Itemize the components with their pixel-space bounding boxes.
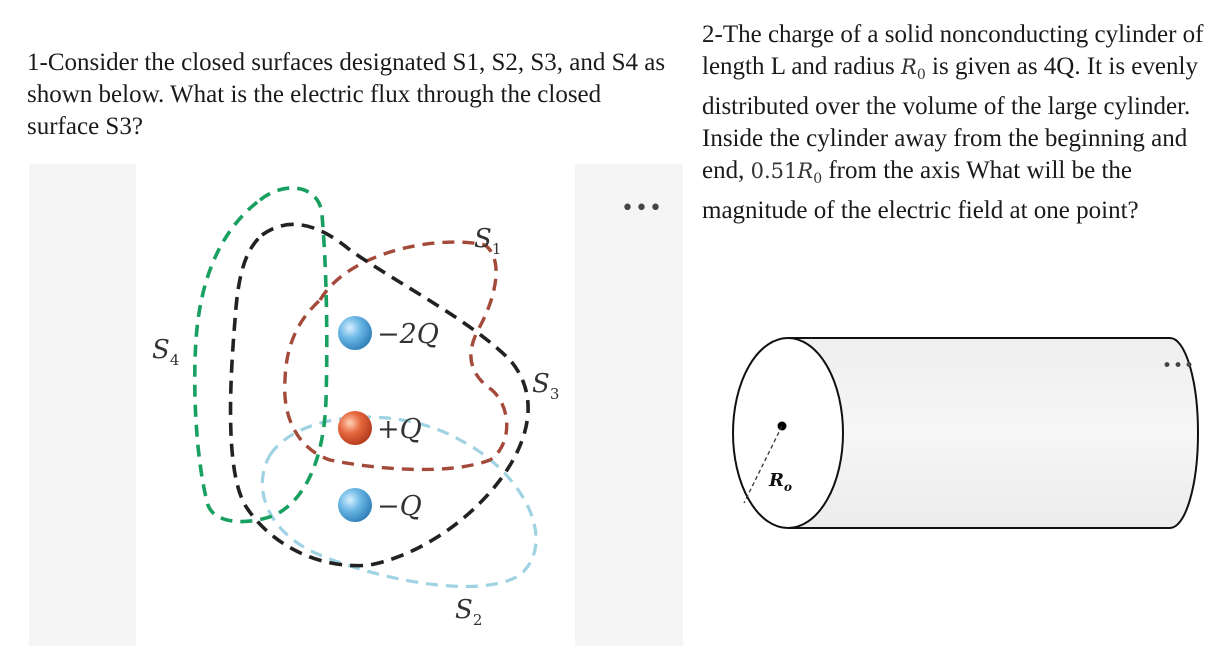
q2-part-b: is given as 4Q. It is evenly distributed… — [702, 53, 1198, 185]
figure-1-right-panel — [575, 164, 683, 646]
q2-part-a: 2-The charge of a solid nonconducting cy… — [702, 21, 1204, 80]
radius-label: Ro — [768, 470, 792, 494]
surface-s3 — [228, 222, 530, 568]
charge-plus-q-sphere — [338, 411, 372, 445]
figure-1-left-panel — [29, 164, 136, 646]
question-2-text: 2-The charge of a solid nonconducting cy… — [702, 19, 1214, 227]
q2-part-c: from the axis What will be the magnitude… — [702, 157, 1139, 225]
figure-1-more-button[interactable]: ••• — [621, 196, 663, 221]
r0-symbol: R0 — [901, 55, 926, 84]
radius-line — [743, 425, 783, 504]
cylinder-end-face — [732, 337, 844, 529]
surface-label-s1: S1 — [474, 224, 501, 258]
surface-s4 — [192, 186, 329, 524]
charge-minus-q-label: −Q — [377, 491, 422, 522]
surface-s1 — [282, 240, 509, 472]
distance-expression: 0.51R0 — [750, 159, 823, 188]
charge-minus-2q-label: −2Q — [377, 319, 439, 350]
surface-s2 — [260, 415, 538, 589]
charge-minus-q-sphere — [338, 488, 372, 522]
question-1-text: 1-Consider the closed surfaces designate… — [27, 49, 666, 140]
charge-plus-q-label: +Q — [377, 414, 422, 445]
figure-2-more-button[interactable]: ••• — [1162, 356, 1196, 376]
surface-label-s4: S4 — [152, 335, 179, 369]
surface-label-s3: S3 — [532, 369, 559, 403]
charge-minus-2q-sphere — [338, 316, 372, 350]
cylinder-body — [789, 337, 1199, 529]
surface-label-s2: S2 — [455, 595, 482, 629]
